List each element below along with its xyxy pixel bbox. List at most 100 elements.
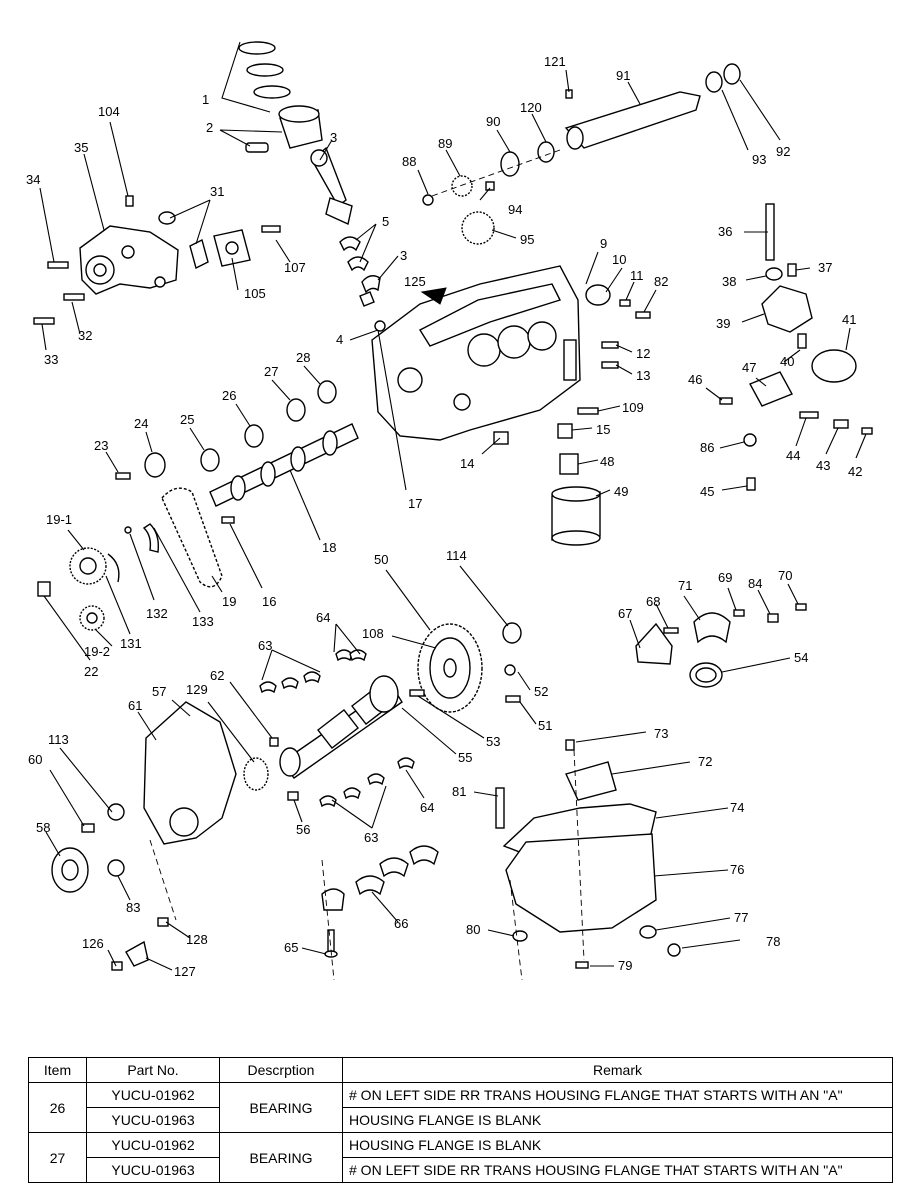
callout-94: 94 [508,202,522,217]
callout-13: 13 [636,368,650,383]
callout-4: 4 [336,332,343,347]
timing-chain [124,487,223,588]
callout-78: 78 [766,934,780,949]
callout-42: 42 [848,464,862,479]
table-row: YUCU-01963 HOUSING FLANGE IS BLANK [29,1107,893,1133]
callout-48: 48 [600,454,614,469]
callout-73: 73 [654,726,668,741]
callout-24: 24 [134,416,148,431]
part-no-cell: YUCU-01962 [86,1132,220,1158]
callout-25: 25 [180,412,194,427]
callout-82: 82 [654,274,668,289]
engine-block [371,265,651,445]
callout-74: 74 [730,800,744,815]
callout-34: 34 [26,172,40,187]
callout-26: 26 [222,388,236,403]
callout-19-1: 19-1 [46,512,72,527]
callout-108: 108 [362,626,384,641]
callout-125: 125 [404,274,426,289]
callout-71: 71 [678,578,692,593]
callout-113: 113 [48,732,69,747]
callout-49: 49 [614,484,628,499]
callout-43: 43 [816,458,830,473]
callout-39: 39 [716,316,730,331]
part-no-cell: YUCU-01963 [86,1107,220,1133]
balance-shaft [422,63,741,245]
callout-126: 126 [82,936,104,951]
table-row: 27 YUCU-01962 BEARING HOUSING FLANGE IS … [28,1132,893,1183]
callout-70: 70 [778,568,792,583]
callout-10: 10 [612,252,626,267]
callout-2: 2 [206,120,213,135]
callout-3b: 3 [400,248,407,263]
callout-92: 92 [776,144,790,159]
leader-lines [39,69,867,971]
callout-93: 93 [752,152,766,167]
piston-rings [221,41,291,113]
callout-66: 66 [394,916,408,931]
table-row: YUCU-01963 # ON LEFT SIDE RR TRANS HOUSI… [29,1157,893,1183]
callout-50: 50 [374,552,388,567]
callout-69: 69 [718,570,732,585]
callout-55: 55 [458,750,472,765]
remark-cell: HOUSING FLANGE IS BLANK [342,1132,893,1158]
callout-133: 133 [192,614,214,629]
callout-129: 129 [186,682,208,697]
part-no-cell: YUCU-01962 [86,1082,220,1108]
callout-labels: 1 2 3 104 35 34 31 107 105 32 33 5 3 4 1… [26,54,862,979]
callout-107: 107 [284,260,306,275]
callout-54: 54 [794,650,808,665]
callout-51: 51 [538,718,552,733]
table-header-row: Item Part No. Descrption Remark [28,1057,893,1083]
table-row: 26 YUCU-01962 BEARING # ON LEFT SIDE RR … [28,1082,893,1133]
callout-23: 23 [94,438,108,453]
main-bearings [259,649,415,808]
piston [245,105,323,153]
callout-19: 19 [222,594,236,609]
callout-65: 65 [284,940,298,955]
callout-91: 91 [616,68,630,83]
callout-58: 58 [36,820,50,835]
callout-63b: 63 [364,830,378,845]
callout-27: 27 [264,364,278,379]
callout-12: 12 [636,346,650,361]
callout-61: 61 [128,698,142,713]
callout-19-2: 19-2 [84,644,110,659]
item-cell: 26 [28,1082,87,1133]
parts-table: Item Part No. Descrption Remark 26 YUCU-… [28,1057,893,1183]
callout-72: 72 [698,754,712,769]
callout-128: 128 [186,932,208,947]
callout-44: 44 [786,448,800,463]
callout-32: 32 [78,328,92,343]
header-remark: Remark [342,1057,893,1083]
callout-45: 45 [700,484,714,499]
callout-89: 89 [438,136,452,151]
crankshaft [269,675,403,779]
callout-47: 47 [742,360,756,375]
callout-52: 52 [534,684,548,699]
callout-37: 37 [818,260,832,275]
callout-15: 15 [596,422,610,437]
header-description: Descrption [219,1057,343,1083]
callout-60: 60 [28,752,42,767]
callout-14: 14 [460,456,474,471]
callout-46: 46 [688,372,702,387]
remark-cell: # ON LEFT SIDE RR TRANS HOUSING FLANGE T… [342,1082,893,1108]
callout-35: 35 [74,140,88,155]
callout-64: 64 [316,610,330,625]
cam-bearings [115,380,337,480]
callout-68: 68 [646,594,660,609]
callout-79: 79 [618,958,632,973]
callout-120: 120 [520,100,542,115]
callout-76: 76 [730,862,744,877]
callout-28: 28 [296,350,310,365]
remark-cell: # ON LEFT SIDE RR TRANS HOUSING FLANGE T… [342,1157,893,1183]
oil-filter [551,453,601,546]
callout-33: 33 [44,352,58,367]
callout-56: 56 [296,822,310,837]
callout-83: 83 [126,900,140,915]
water-pump [33,195,281,325]
flywheel [409,622,522,713]
callout-105: 105 [244,286,266,301]
header-part-no: Part No. [86,1057,220,1083]
